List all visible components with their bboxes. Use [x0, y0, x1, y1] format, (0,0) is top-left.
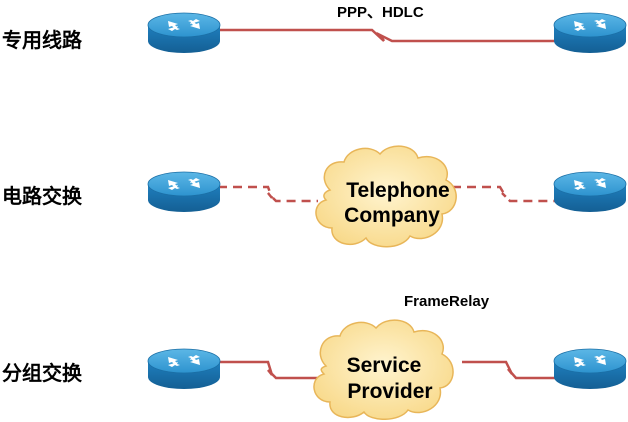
- leased-line-link: [214, 28, 556, 43]
- cloud-icon: [315, 145, 457, 248]
- row-label-leased-line: 专用线路: [2, 28, 83, 52]
- router-icon: [553, 171, 627, 213]
- router-icon: [147, 12, 221, 54]
- cloud-label-line-2: Provider: [347, 380, 432, 403]
- link-label-ppp-hdlc: PPP、HDLC: [337, 4, 424, 21]
- packet-link-left: [218, 360, 318, 380]
- cloud-label-line-2: Company: [344, 204, 440, 227]
- router-icon: [147, 171, 221, 213]
- cloud-icon: [313, 319, 454, 420]
- router-icon: [553, 348, 627, 390]
- row-label-circuit-switching: 电路交换: [2, 184, 83, 208]
- packet-link-right: [462, 360, 556, 380]
- router-icon: [147, 348, 221, 390]
- cloud-label-line-1: Service: [347, 354, 422, 377]
- cloud-label-line-1: Telephone: [346, 179, 449, 202]
- row-label-packet-switching: 分组交换: [2, 361, 83, 385]
- link-label-framerelay: FrameRelay: [404, 293, 490, 310]
- router-icon: [553, 12, 627, 54]
- circuit-link-left: [218, 185, 318, 203]
- circuit-link-right: [452, 185, 556, 203]
